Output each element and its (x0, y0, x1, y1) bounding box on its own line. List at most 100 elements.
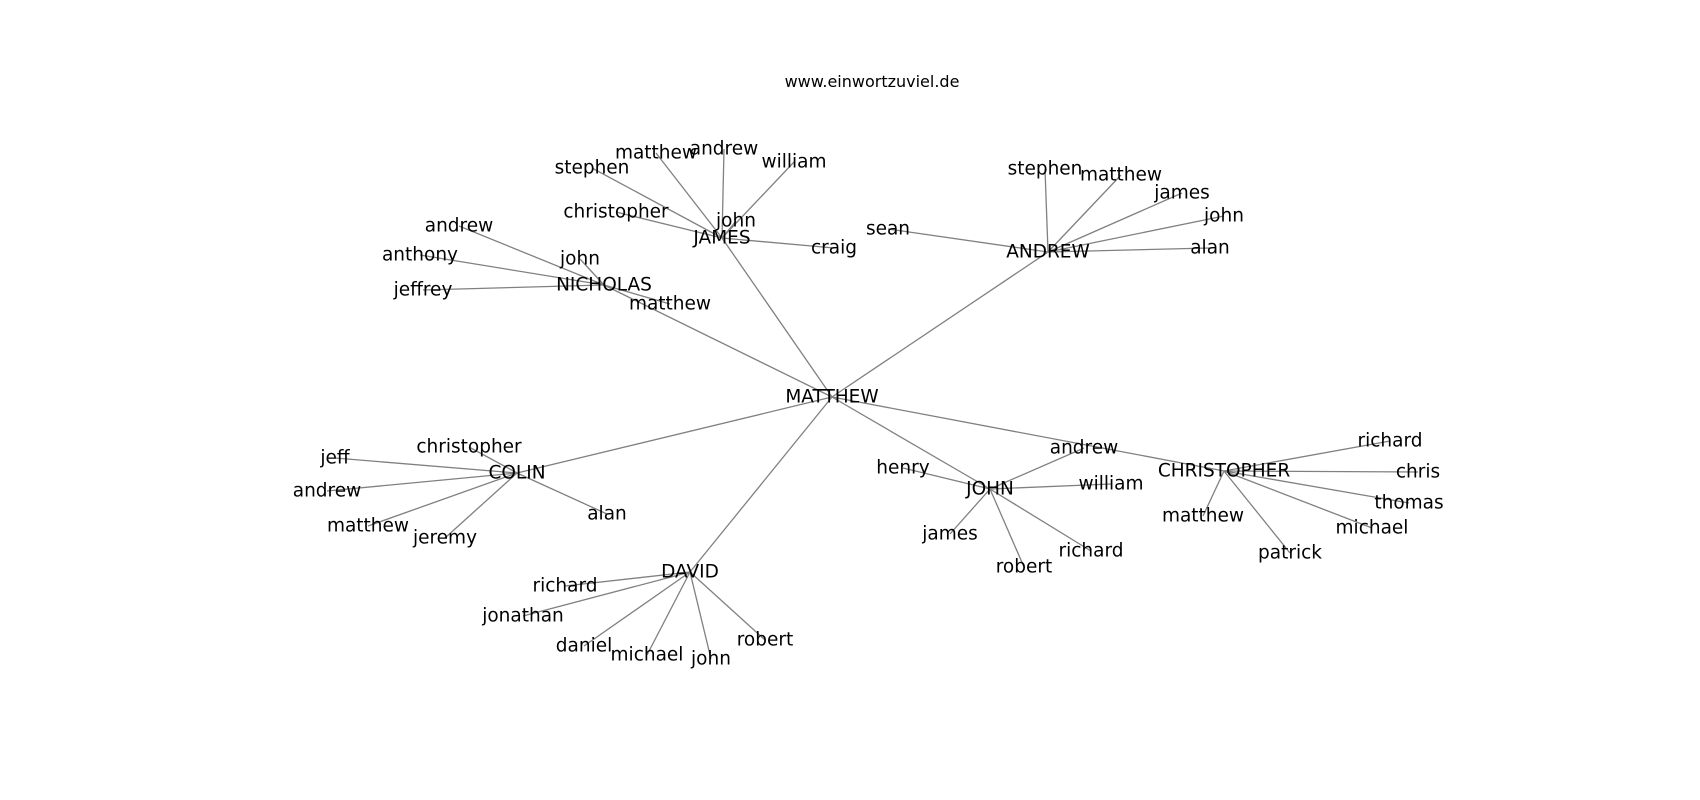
edge-nicholas-andrew (458, 225, 605, 286)
edge-david-jonathan (522, 571, 691, 617)
edge-john-henry (902, 467, 991, 490)
edge-colin-jeremy (444, 472, 518, 539)
leaf-node-andrew-matthew: matthew (1080, 165, 1162, 186)
edge-john-robert (989, 488, 1025, 568)
site-title: www.einwortzuviel.de (785, 72, 960, 91)
leaf-node-andrew-john: john (1203, 206, 1244, 227)
leaf-node-christopher-matthew: matthew (1162, 506, 1244, 527)
edge-colin-matthew (367, 472, 518, 527)
leaf-node-james-matthew: matthew (615, 143, 697, 164)
leaf-node-john-andrew: andrew (1050, 438, 1119, 459)
leaf-node-colin-jeff: jeff (319, 448, 351, 469)
leaf-node-nicholas-anthony: anthony (382, 245, 458, 266)
hub-node-david: DAVID (661, 562, 719, 583)
leaf-node-christopher-michael: michael (1336, 518, 1409, 539)
leaf-node-colin-jeremy: jeremy (412, 528, 477, 549)
leaf-node-john-james: james (921, 524, 978, 545)
edge-root-john (831, 396, 991, 490)
leaf-node-nicholas-matthew: matthew (629, 294, 711, 315)
leaf-node-colin-christopher: christopher (416, 437, 522, 458)
hub-node-james: JAMES (692, 228, 750, 249)
edge-christopher-thomas (1223, 470, 1410, 504)
edge-david-richard (564, 571, 691, 587)
edge-andrew-james (1047, 192, 1183, 253)
edge-colin-andrew (326, 472, 518, 492)
edge-andrew-stephen (1044, 168, 1049, 253)
edge-james-craig (721, 237, 835, 249)
leaf-node-james-christopher: christopher (563, 202, 669, 223)
leaf-node-colin-matthew: matthew (327, 516, 409, 537)
leaf-node-christopher-chris: chris (1396, 462, 1440, 483)
leaf-node-christopher-patrick: patrick (1258, 543, 1322, 564)
hub-node-john: JOHN (965, 479, 1014, 500)
hub-node-colin: COLIN (488, 463, 545, 484)
edge-christopher-michael (1223, 470, 1373, 529)
leaf-node-john-richard: richard (1058, 541, 1123, 562)
leaf-node-colin-andrew: andrew (293, 481, 362, 502)
edge-christopher-chris (1223, 470, 1419, 473)
leaf-node-david-richard: richard (532, 576, 597, 597)
leaf-node-nicholas-jeffrey: jeffrey (393, 280, 453, 301)
edge-christopher-matthew (1202, 470, 1225, 517)
edge-david-michael (646, 571, 691, 656)
edge-john-andrew (989, 447, 1085, 490)
edge-james-andrew (721, 148, 725, 239)
leaf-node-john-henry: henry (876, 458, 929, 479)
leaf-node-david-john: john (690, 649, 731, 670)
leaf-node-christopher-thomas: thomas (1374, 493, 1443, 514)
leaf-node-nicholas-john: john (559, 249, 600, 270)
leaf-node-james-craig: craig (811, 238, 857, 259)
leaf-node-christopher-richard: richard (1357, 431, 1422, 452)
hub-node-nicholas: NICHOLAS (556, 275, 652, 296)
edge-james-william (721, 161, 795, 239)
leaf-node-james-john: john (715, 211, 756, 232)
root-node-label: MATTHEW (785, 387, 878, 408)
hub-node-christopher: CHRISTOPHER (1158, 461, 1291, 482)
leaf-node-andrew-sean: sean (866, 219, 910, 240)
edge-colin-jeff (334, 457, 518, 474)
edge-john-richard (989, 488, 1092, 552)
leaf-node-david-jonathan: jonathan (481, 606, 564, 627)
leaf-node-andrew-alan: alan (1190, 238, 1230, 259)
edge-nicholas-jeffrey (422, 284, 605, 291)
edge-james-stephen (591, 167, 723, 239)
edge-colin-alan (516, 472, 608, 515)
edge-andrew-alan (1047, 247, 1211, 253)
edge-nicholas-john (579, 258, 605, 286)
edge-root-colin (516, 396, 833, 474)
leaf-node-andrew-james: james (1153, 183, 1210, 204)
leaf-node-colin-alan: alan (587, 504, 627, 525)
edge-john-james (949, 488, 991, 535)
node-labels: MATTHEWJAMESjohnandrewwilliammatthewstep… (293, 139, 1444, 670)
leaf-node-james-stephen: stephen (555, 158, 630, 179)
edge-andrew-matthew (1047, 174, 1122, 253)
edge-root-james (721, 237, 833, 398)
edge-james-matthew (655, 152, 723, 239)
edge-david-robert (689, 571, 766, 641)
edge-root-nicholas (603, 284, 833, 398)
edge-nicholas-anthony (419, 254, 605, 286)
edge-james-christopher (615, 211, 723, 239)
leaf-node-andrew-stephen: stephen (1008, 159, 1083, 180)
leaf-node-david-daniel: daniel (556, 636, 612, 657)
edge-christopher-richard (1223, 440, 1391, 472)
edge-david-john (689, 571, 712, 660)
leaf-node-nicholas-andrew: andrew (425, 216, 494, 237)
hub-node-andrew: ANDREW (1006, 242, 1090, 263)
edge-root-christopher (831, 396, 1225, 472)
edge-nicholas-matthew (603, 284, 671, 305)
leaf-node-david-michael: michael (611, 645, 684, 666)
edges (326, 148, 1419, 660)
edge-colin-christopher (468, 446, 518, 474)
leaf-node-david-robert: robert (737, 630, 794, 651)
leaf-node-john-william: william (1078, 474, 1143, 495)
edge-andrew-john (1047, 215, 1225, 253)
leaf-node-james-andrew: andrew (690, 139, 759, 160)
edge-root-david (689, 396, 833, 573)
leaf-node-james-william: william (761, 152, 826, 173)
leaf-node-john-robert: robert (996, 557, 1053, 578)
edge-andrew-sean (887, 228, 1049, 253)
edge-john-william (989, 483, 1112, 490)
edge-root-andrew (831, 251, 1049, 398)
